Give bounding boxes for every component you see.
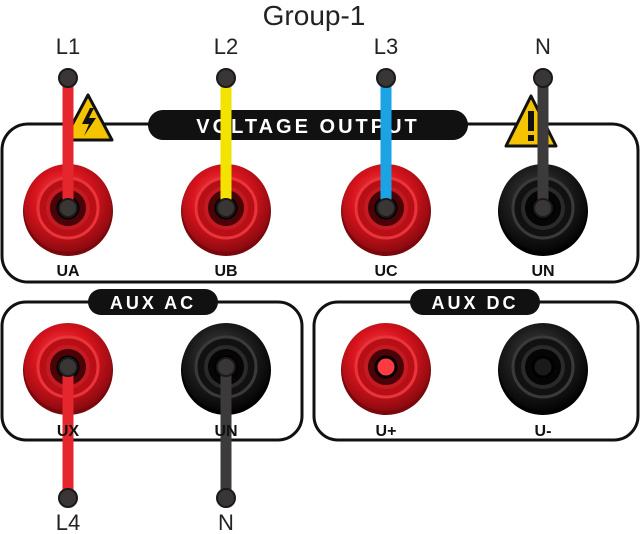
wire-label-n: N bbox=[535, 34, 551, 59]
wire-l2 bbox=[216, 68, 236, 218]
terminal-label-u-plus: U+ bbox=[376, 423, 397, 440]
wire-label-l2: L2 bbox=[214, 34, 238, 59]
aux-dc-banner bbox=[410, 289, 540, 315]
terminal-label-uc: UC bbox=[374, 263, 398, 280]
group-title: Group-1 bbox=[263, 0, 366, 31]
wire-aux-n bbox=[216, 357, 236, 508]
wire-label-l1: L1 bbox=[56, 34, 80, 59]
voltage-output-label: VOLTAGE OUTPUT bbox=[196, 116, 419, 138]
aux-dc-label: AUX DC bbox=[431, 293, 518, 313]
terminal-label-ub: UB bbox=[214, 263, 237, 280]
terminal-label-u-minus: U- bbox=[535, 423, 552, 440]
jack-u-minus[interactable] bbox=[498, 323, 588, 415]
aux-ac-banner bbox=[88, 289, 218, 315]
wire-n bbox=[533, 68, 553, 218]
wire-label-aux-n: N bbox=[218, 510, 234, 534]
terminal-label-un: UN bbox=[531, 263, 554, 280]
terminal-label-aux-un: UN bbox=[214, 423, 237, 440]
wire-label-l3: L3 bbox=[374, 34, 398, 59]
aux-ac-label: AUX AC bbox=[110, 293, 196, 313]
wire-label-l4: L4 bbox=[56, 510, 80, 534]
wire-l3 bbox=[376, 68, 396, 218]
high-voltage-warning-icon bbox=[62, 93, 114, 142]
terminal-label-ua: UA bbox=[56, 263, 80, 280]
jack-u-plus[interactable] bbox=[341, 323, 431, 415]
wire-aux-l4 bbox=[58, 357, 78, 508]
wire-l1 bbox=[58, 68, 78, 218]
terminal-label-ux: UX bbox=[57, 423, 80, 440]
